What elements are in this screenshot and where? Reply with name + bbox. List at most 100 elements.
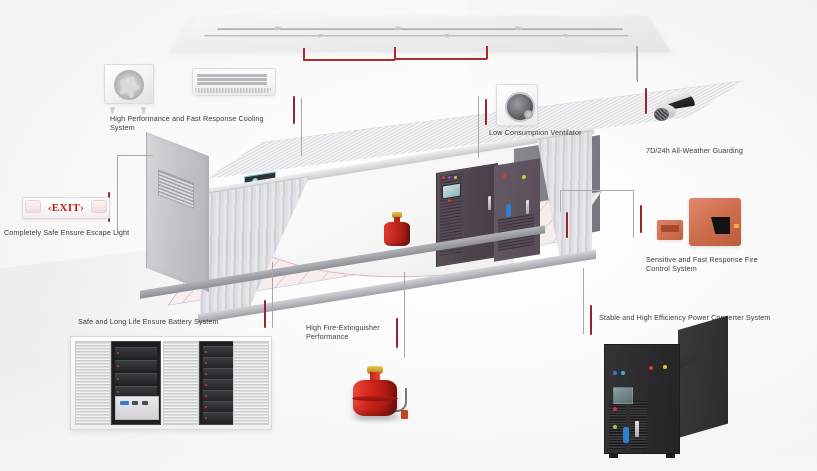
ventilator-hub <box>524 110 533 119</box>
battery-module-row <box>115 360 157 371</box>
extinguisher-neck-ext <box>370 372 380 384</box>
fire-panel-display <box>711 217 730 234</box>
pcs-display-screen <box>613 387 633 404</box>
extinguisher-valve-head <box>367 366 383 374</box>
marker-converter <box>590 305 592 335</box>
condenser-foot-right <box>141 107 146 114</box>
battery-module-row <box>115 347 157 358</box>
marker-fire-inner <box>566 212 568 238</box>
condenser-housing <box>104 64 154 104</box>
callout-label-fire-control: Sensitive and Fast Response Fire Control… <box>646 255 758 274</box>
leader-line-fire-drop <box>560 190 561 212</box>
battery-module-row <box>203 401 245 412</box>
sprinkler-pipe-run-1 <box>303 59 395 61</box>
fire-panel-main-unit <box>689 198 741 246</box>
cabinet-door-louvre-3 <box>233 341 269 425</box>
leader-line-ventilator <box>478 96 479 158</box>
pcs-led-alarm <box>613 407 617 411</box>
cabinet-door-louvre-2 <box>163 341 199 425</box>
cabinet-door-louvre-1 <box>75 341 111 425</box>
pcs-led-yellow <box>663 365 667 369</box>
leader-line-converter <box>583 268 584 334</box>
battery-module-row <box>115 386 157 397</box>
callout-label-extinguisher: High Fire-Extinguisher Performance <box>306 323 380 342</box>
fire-extinguisher-icon <box>351 366 411 424</box>
container-end-wall <box>146 131 209 293</box>
leader-line-escape-v <box>117 155 118 233</box>
exit-sign-housing: ‹EXIT› <box>22 197 110 219</box>
extinguisher-neck <box>394 217 400 226</box>
energy-storage-container <box>140 80 745 324</box>
pcs-led-green <box>613 425 617 429</box>
leader-line-battery <box>272 262 273 328</box>
pcs-vent-left <box>609 401 625 449</box>
interior-fire-extinguisher <box>384 212 410 246</box>
cabinet-door-handle-left <box>488 195 491 211</box>
ceiling-drop-rod <box>636 46 638 80</box>
split-air-conditioner-icon <box>192 68 276 96</box>
security-camera-icon <box>654 89 700 126</box>
sprinkler-pipe-3 <box>486 46 488 59</box>
battery-module-row <box>115 373 157 384</box>
leader-line-fire-h <box>560 190 634 191</box>
callout-label-cooling: High Performance and Fast Response Cooli… <box>110 114 264 133</box>
leader-line-extinguisher <box>404 272 405 358</box>
marker-extinguisher <box>396 318 398 348</box>
marker-cooling <box>293 96 295 124</box>
ventilator-housing <box>496 84 538 126</box>
pcs-led-cyan <box>621 371 625 375</box>
leader-line-cooling <box>301 98 302 156</box>
extinguisher-valve-icon <box>392 212 402 218</box>
battery-module-row <box>203 357 245 368</box>
exit-sign-icon: ‹EXIT› <box>22 197 110 219</box>
extinguisher-shadow <box>351 414 403 421</box>
bms-control-panel <box>115 396 159 420</box>
pcs-led-blue <box>613 371 617 375</box>
callout-label-escape-light: Completely Safe Ensure Escape Light <box>4 228 130 237</box>
battery-cabinet-icon <box>70 336 272 432</box>
battery-module-row <box>203 379 245 390</box>
marker-ventilator <box>485 99 487 125</box>
condenser-foot-left <box>110 107 115 114</box>
callout-label-battery: Safe and Long Life Ensure Battery System <box>78 317 219 326</box>
callout-label-ventilator: Low Consumption Ventilator <box>489 128 582 137</box>
ceiling-panel <box>168 16 671 53</box>
marker-camera <box>645 88 647 114</box>
battery-module-row <box>203 412 245 423</box>
power-converter-cabinet-icon <box>604 315 732 458</box>
pcs-door-handle <box>635 421 639 437</box>
pcs-blue-lever <box>623 427 629 443</box>
pcs-foot-left <box>609 453 618 458</box>
camera-lens-icon <box>654 108 669 121</box>
sprinkler-pipe-1 <box>303 48 305 60</box>
battery-module-row <box>203 346 245 357</box>
extinguisher-nozzle <box>401 410 408 419</box>
ventilator-fan-icon <box>496 84 538 126</box>
exit-lamp-right <box>91 200 107 213</box>
fire-panel-repeater <box>657 220 683 240</box>
callout-label-surveillance: 7D/24h All-Weather Guarding <box>646 146 743 155</box>
exit-sign-text: ‹EXIT› <box>47 202 85 214</box>
pcs-foot-right <box>666 453 675 458</box>
marker-fire <box>640 205 642 233</box>
condenser-fan-icon <box>114 70 144 100</box>
leader-line-fire-v <box>633 190 634 238</box>
battery-cabinet-bank <box>70 336 272 430</box>
pcs-vent-right <box>631 401 647 449</box>
battery-module-row <box>203 368 245 379</box>
extinguisher-tank <box>384 222 410 246</box>
marker-battery <box>264 300 266 328</box>
fire-panel-indicator <box>734 224 739 228</box>
pcs-front-panel <box>604 344 680 458</box>
condenser-unit-icon <box>104 64 154 114</box>
pcs-led-red <box>649 366 653 370</box>
leader-line-camera <box>637 46 638 82</box>
battery-module-row <box>203 390 245 401</box>
fire-control-panel-icon <box>657 198 747 248</box>
sprinkler-pipe-run-2 <box>394 58 487 60</box>
ac-outlet-grille <box>195 88 271 93</box>
extinguisher-band <box>352 396 398 401</box>
pcs-side-panel <box>678 315 728 438</box>
extinguisher-hose <box>393 388 407 412</box>
